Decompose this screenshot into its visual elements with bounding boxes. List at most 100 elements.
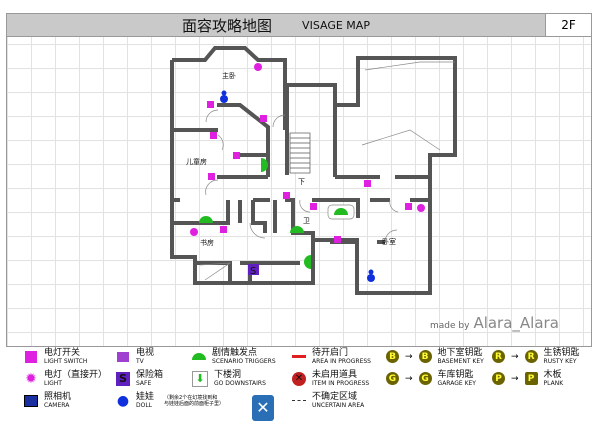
legend-en: BASEMENT KEY	[437, 358, 484, 365]
safe-icon: S	[116, 371, 130, 386]
map-frame	[6, 13, 592, 347]
legend-cn: 娃娃	[136, 392, 155, 402]
scenario-trigger-icon[interactable]	[304, 255, 311, 269]
title-en: VISAGE MAP	[302, 18, 370, 32]
garage-key-icon: G	[386, 372, 399, 385]
doll-icon[interactable]	[367, 269, 375, 283]
scenario-trigger-icon[interactable]	[334, 208, 348, 215]
arrow-icon: →	[511, 373, 519, 384]
room-study: 书房	[200, 238, 214, 247]
item-in-progress-icon: ✕	[292, 371, 306, 386]
light-switch-icon	[24, 350, 38, 364]
safe-icon[interactable]: S	[248, 264, 259, 277]
arrow-icon: →	[405, 373, 413, 384]
legend-en: UNCERTAIN AREA	[312, 402, 365, 409]
svg-text:S: S	[250, 266, 256, 277]
scenario-trigger-icon[interactable]	[290, 226, 304, 233]
legend-cn: 不确定区域	[312, 392, 358, 402]
light-switch-icon[interactable]	[233, 152, 240, 159]
legend-cn: 电灯开关	[44, 348, 81, 358]
legend-cn: 电视	[136, 348, 155, 358]
basement-key-icon: B	[418, 350, 432, 363]
legend-en: SCENARIO TRIGGERS	[212, 358, 276, 365]
legend-cn: 生锈钥匙	[543, 348, 580, 358]
legend-en: CAMERA	[44, 402, 70, 409]
walls	[170, 46, 457, 295]
legend-cn: 待开启门	[312, 348, 349, 358]
camera-icon	[24, 394, 38, 408]
light-icon	[417, 204, 425, 212]
legend-en: RUSTY KEY	[543, 358, 577, 365]
light-switch-icon[interactable]	[207, 101, 214, 108]
legend-en: AREA IN PROGRESS	[312, 358, 371, 365]
plank-icon: P	[492, 372, 505, 385]
legend-en: SAFE	[136, 380, 152, 387]
rusty-key-icon: R	[492, 350, 505, 363]
legend-cn: 未启用道具	[312, 370, 358, 380]
light-switch-icon[interactable]	[220, 226, 227, 233]
legend-cn: 车库钥匙	[437, 370, 474, 380]
dolls	[220, 90, 375, 283]
legend-cn: 地下室钥匙	[437, 348, 483, 358]
legend-en: PLANK	[543, 380, 564, 387]
light-switch-icon[interactable]	[283, 192, 290, 199]
light-icon	[254, 63, 262, 71]
basement-key-icon: B	[386, 350, 399, 363]
legend-cn: 下楼洞	[214, 370, 242, 380]
light-switch-icon[interactable]	[405, 203, 412, 210]
scenario-trigger-icon[interactable]	[199, 216, 213, 223]
legend-en: GO DOWNSTAIRS	[214, 380, 266, 387]
lights	[190, 63, 425, 236]
scenario-trigger-icon[interactable]	[261, 158, 268, 172]
light-switch-icon[interactable]	[208, 173, 215, 180]
legend-cn: 木板	[543, 370, 562, 380]
legend-light: ✹ 电灯（直接开）LIGHT	[24, 370, 107, 387]
garage-key-icon: G	[418, 372, 432, 385]
light-icon	[190, 228, 198, 236]
scenario-trigger-icon	[192, 350, 206, 364]
area-in-progress-icon	[292, 350, 306, 364]
legend-cn: 保险箱	[136, 370, 164, 380]
light-icon: ✹	[25, 370, 37, 387]
plank-icon: P	[524, 372, 538, 385]
light-switches	[207, 101, 412, 243]
light-switch-icon[interactable]	[334, 236, 341, 243]
title-cn: 面容攻略地图	[182, 16, 273, 35]
doll-icon[interactable]	[220, 90, 228, 104]
watermark-logo-icon: ✕	[252, 395, 274, 421]
legend-en: LIGHT SWITCH	[44, 358, 88, 365]
legend-cn: 照相机	[44, 392, 72, 402]
doll-note-1: （剩余2个在幻境找到和	[164, 394, 218, 401]
light-switch-icon[interactable]	[364, 180, 371, 187]
room-labels: 主卧 儿童房 书房 卫 卧室 下	[186, 71, 396, 247]
light-switch-icon[interactable]	[260, 115, 267, 122]
legend-en: DOLL	[136, 402, 153, 409]
go-downstairs-icon: ⬇	[192, 370, 208, 387]
light-switch-icon[interactable]	[210, 132, 217, 139]
room-kids-room: 儿童房	[186, 157, 207, 166]
floor-label: 2F	[545, 13, 592, 37]
rusty-key-icon: R	[524, 350, 538, 363]
doll-note-2: 与娃娃后面的前面柜子里）	[164, 400, 225, 407]
room-master-bedroom: 主卧	[222, 71, 236, 80]
legend-en: GARAGE KEY	[437, 380, 476, 387]
stairs-down-label: 下	[298, 178, 305, 186]
room-bathroom: 卫	[303, 217, 310, 225]
light-switch-icon[interactable]	[310, 203, 317, 210]
credit-prefix: made by	[430, 321, 470, 331]
